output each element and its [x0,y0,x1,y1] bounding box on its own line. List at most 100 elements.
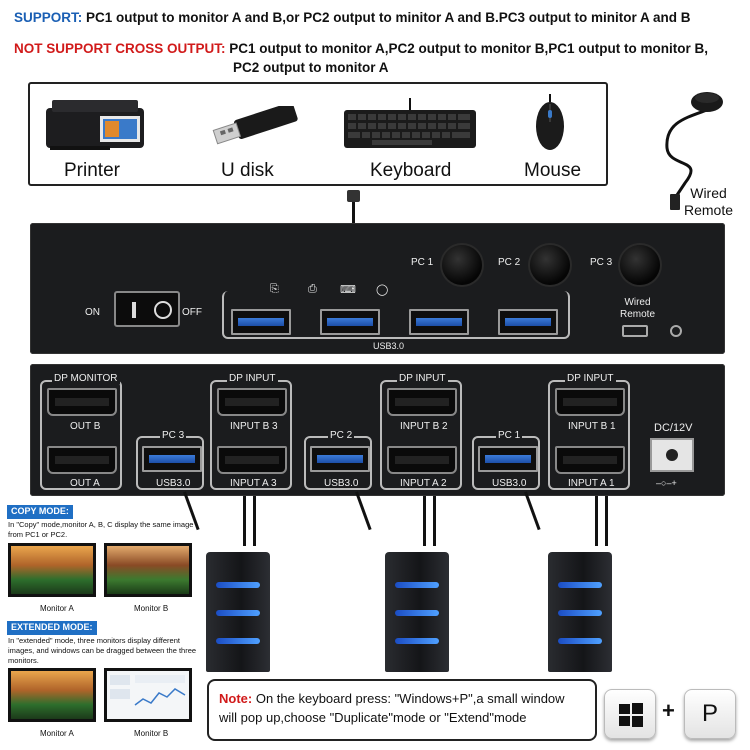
input-a3-port[interactable] [217,446,287,474]
dashboard-chart-icon [110,675,186,706]
dc-label: DC/12V [654,422,693,434]
note-text: On the keyboard press: "Windows+P",a sma… [219,691,565,725]
copy-monitor-a [8,543,96,597]
extended-monitor-b [104,668,192,722]
power-on-mark [132,302,136,318]
input-a1-label: INPUT A 1 [568,478,615,489]
remote-jack[interactable] [670,325,682,337]
remote-port[interactable] [622,325,648,337]
pc3-dp-cable-a [243,496,246,546]
no-support-line: NOT SUPPORT CROSS OUTPUT: PC1 output to … [14,41,708,56]
out-b-label: OUT B [70,421,101,432]
copy-mode-title: COPY MODE: [7,505,73,519]
dc-jack-hole [666,449,678,461]
pc3-light-3 [216,638,260,644]
windows-logo-icon [619,703,643,727]
front-remote-line2: Remote [620,309,656,320]
extended-mode-text: In "extended" mode, three monitors displ… [8,636,197,665]
input-b2-label: INPUT B 2 [400,421,448,432]
pc2-dp-cable-a [423,496,426,546]
pc3-light-1 [216,582,260,588]
copy-mode-text: In "Copy" mode,monitor A, B, C display t… [8,520,194,539]
computer-pc2 [385,552,449,672]
input-b3-port[interactable] [217,388,287,416]
keyboard-icon [344,98,476,148]
power-switch[interactable] [114,291,180,327]
printer-icon [46,100,144,150]
pc2-light-2 [395,610,439,616]
keyboard-small-icon: ⌨ [340,284,356,296]
u-disk-label: U disk [221,160,274,181]
pc2-dp-cable-b [433,496,436,546]
usb-hub-frame [222,291,570,339]
pc1-dp-cable-a [595,496,598,546]
pc1-light-2 [558,610,602,616]
out-a-label: OUT A [70,478,100,489]
pc3-dp-cable-b [253,496,256,546]
mouse-small-icon: ◯ [376,284,389,296]
input-a2-port[interactable] [387,446,457,474]
input-a2-label: INPUT A 2 [400,478,447,489]
usb-port-4[interactable] [498,309,558,335]
usb30-label: USB3.0 [370,341,408,351]
mouse-label: Mouse [524,160,582,181]
dc-polarity-icon: –○–+ [656,478,677,488]
peripherals-box: Printer U disk Keyboard Mouse [28,82,608,186]
pc1-usb-port[interactable] [478,446,538,472]
wired-remote-line2: Remote [684,202,734,218]
extended-monitor-b-label: Monitor B [134,729,169,738]
support-text: PC1 output to monitor A and B,or PC2 out… [86,10,691,25]
pc2-rear-label: PC 2 [328,430,355,441]
copy-monitor-a-label: Monitor A [40,604,74,613]
kvm-front-panel: ON OFF PC 1 PC 2 PC 3 ⎘ ⎙ ⌨ ◯ USB3.0 Wir… [30,223,725,354]
pc3-button[interactable] [620,245,660,285]
mouse-icon [536,94,564,150]
usb-plug-top [347,190,360,202]
keyboard-label: Keyboard [370,160,452,181]
pc2-button[interactable] [530,245,570,285]
dp-input-3-label: DP INPUT [227,373,278,384]
pc1-usb-label: USB3.0 [492,478,527,489]
usb-port-3[interactable] [409,309,469,335]
p-key: P [684,689,736,739]
power-off-mark [154,301,172,319]
usb-disk-icon [212,106,298,145]
pc1-dp-cable-b [605,496,608,546]
pc2-light-1 [395,582,439,588]
pc2-usb-label: USB3.0 [324,478,359,489]
input-b2-port[interactable] [387,388,457,416]
input-b1-port[interactable] [555,388,625,416]
plus-sign: + [662,698,675,723]
dp-monitor-label: DP MONITOR [52,373,120,384]
wired-remote-line1: Wired [690,185,727,201]
extended-monitor-a [8,668,96,722]
front-remote-label: Wired Remote [620,297,655,321]
windows-key [604,689,656,739]
out-b-port[interactable] [47,388,117,416]
pc2-usb-cable [355,491,372,531]
printer-label: Printer [64,160,120,181]
input-a1-port[interactable] [555,446,625,474]
pc3-rear-label: PC 3 [160,430,187,441]
extended-monitor-a-label: Monitor A [40,729,74,738]
support-line: SUPPORT: PC1 output to monitor A and B,o… [14,10,690,25]
pc1-label: PC 1 [411,257,434,268]
note-label: Note: [219,691,253,706]
support-label: SUPPORT: [14,10,83,25]
input-b1-label: INPUT B 1 [568,421,616,432]
pc1-button[interactable] [442,245,482,285]
printer-small-icon: ⎙ [308,283,317,295]
input-a3-label: INPUT A 3 [230,478,277,489]
usb-port-1[interactable] [231,309,291,335]
pc3-usb-port[interactable] [142,446,202,472]
input-b3-label: INPUT B 3 [230,421,278,432]
usb-port-2[interactable] [320,309,380,335]
pc1-usb-cable [524,491,541,531]
dp-input-2-label: DP INPUT [397,373,448,384]
dc-jack[interactable] [650,438,694,472]
power-off-label: OFF [182,307,202,318]
no-support-text-2: PC2 output to monitor A [233,60,389,75]
pc1-light-3 [558,638,602,644]
out-a-port[interactable] [47,446,117,474]
pc2-usb-port[interactable] [310,446,370,472]
